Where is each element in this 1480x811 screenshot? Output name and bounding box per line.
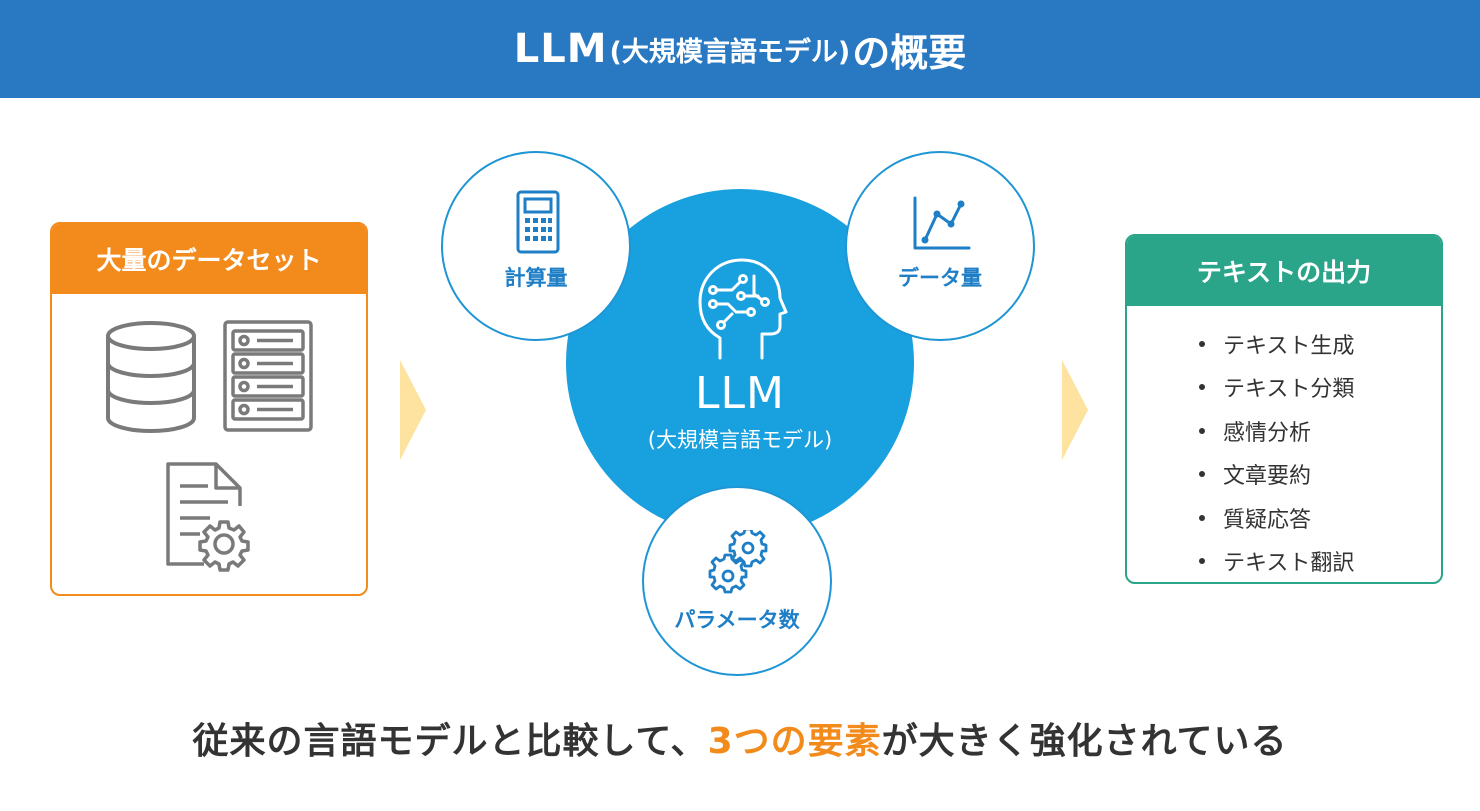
llm-title: LLM — [695, 368, 785, 419]
arrow-right-icon — [1062, 360, 1088, 460]
factor-label-data: データ量 — [898, 266, 982, 290]
bullet-icon — [1199, 558, 1205, 565]
dataset-panel: 大量のデータセット — [50, 222, 368, 596]
database-icon — [106, 321, 196, 433]
output-panel: テキストの出力 テキスト生成 テキスト分類 感情分析 文章要約 質疑応答 テキス… — [1125, 234, 1443, 584]
list-item: テキスト翻訳 — [1199, 540, 1441, 583]
header-title-suffix: の概要 — [852, 30, 967, 75]
list-item: 文章要約 — [1199, 453, 1441, 497]
header-title-main: LLM — [513, 26, 608, 72]
llm-subtitle: (大規模言語モデル) — [647, 428, 833, 452]
footer-highlight: 3つの要素 — [707, 721, 882, 762]
factor-label-compute: 計算量 — [504, 266, 568, 290]
bullet-icon — [1199, 340, 1205, 347]
output-item-label: テキスト生成 — [1223, 333, 1355, 359]
output-item-label: テキスト分類 — [1223, 377, 1355, 403]
gears-icon — [708, 530, 768, 594]
document-settings-icon — [166, 462, 250, 572]
arrow-right-icon — [400, 360, 426, 460]
dataset-panel-title: 大量のデータセット — [52, 224, 366, 294]
page-header: LLM (大規模言語モデル) の概要 — [0, 0, 1480, 98]
output-panel-title: テキストの出力 — [1127, 236, 1441, 306]
factor-params-circle — [642, 486, 832, 676]
footer-caption: 従来の言語モデルと比較して、3つの要素が大きく強化されている — [0, 712, 1480, 764]
footer-prefix: 従来の言語モデルと比較して、 — [192, 721, 708, 762]
list-item: 質疑応答 — [1199, 496, 1441, 540]
output-item-label: テキスト翻訳 — [1223, 551, 1355, 577]
ai-brain-head-icon — [698, 258, 788, 360]
output-item-label: 感情分析 — [1223, 420, 1312, 446]
bullet-icon — [1199, 427, 1205, 434]
bullet-icon — [1199, 384, 1205, 391]
list-item: テキスト分類 — [1199, 366, 1441, 410]
factor-compute-circle — [441, 151, 631, 341]
footer-suffix: が大きく強化されている — [881, 721, 1288, 762]
output-list: テキスト生成 テキスト分類 感情分析 文章要約 質疑応答 テキスト翻訳 — [1127, 306, 1441, 583]
factor-data-circle — [845, 151, 1035, 341]
output-item-label: 文章要約 — [1223, 464, 1312, 490]
server-rack-icon — [223, 320, 313, 432]
header-title-paren: (大規模言語モデル) — [609, 36, 851, 68]
bullet-icon — [1199, 514, 1205, 521]
list-item: テキスト生成 — [1199, 322, 1441, 366]
list-item: 感情分析 — [1199, 409, 1441, 453]
calculator-icon — [516, 190, 560, 254]
factor-label-params: パラメータ数 — [674, 608, 800, 632]
output-item-label: 質疑応答 — [1223, 507, 1312, 533]
line-chart-icon — [913, 196, 971, 250]
bullet-icon — [1199, 471, 1205, 478]
